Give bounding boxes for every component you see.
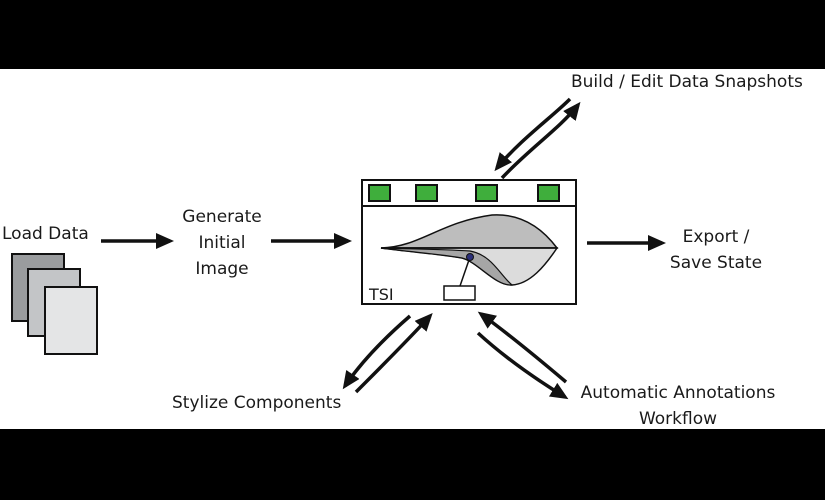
diagram-graphics [11,97,666,400]
letterbox-bottom [0,429,825,500]
green-tab-icon [415,184,438,202]
arrow-build-to-tsi [494,97,572,172]
letterbox-top [0,0,825,69]
annotation-box [443,285,476,301]
export-label-line1: Export / [682,227,750,247]
generate-label-line1: Generate [182,207,262,227]
green-tab-icon [475,184,498,202]
generate-label-line2: Initial [198,233,246,253]
build-edit-label: Build / Edit Data Snapshots [571,72,803,92]
green-tab-icon [368,184,391,202]
shape-inner-band [380,247,514,286]
arrow-stylize-to-tsi [354,313,433,394]
green-tab-icon [537,184,560,202]
stylize-label: Stylize Components [172,393,342,413]
tsi-window [361,179,577,305]
annotation-dot-icon [466,253,474,261]
stacked-documents-icon [11,253,98,355]
automatic-annotations-label-line1: Automatic Annotations [580,383,776,403]
export-label-line2: Save State [669,253,763,273]
diagram-canvas: Load Data Generate Initial Image Export … [0,69,825,429]
shape-upper-lobe [380,214,559,249]
automatic-annotations-label-line2: Workflow [638,409,718,429]
annotation-leader-line [459,256,471,287]
arrow-tsi-to-build [500,101,581,180]
arrow-tsi-to-stylize [342,314,412,390]
arrow-annotations-to-tsi [477,311,568,384]
generate-label-line3: Image [195,259,249,279]
document-front [44,286,98,355]
load-data-label: Load Data [2,224,89,244]
tsi-label: TSI [369,285,394,304]
arrow-tsi-to-annotations [476,331,569,400]
